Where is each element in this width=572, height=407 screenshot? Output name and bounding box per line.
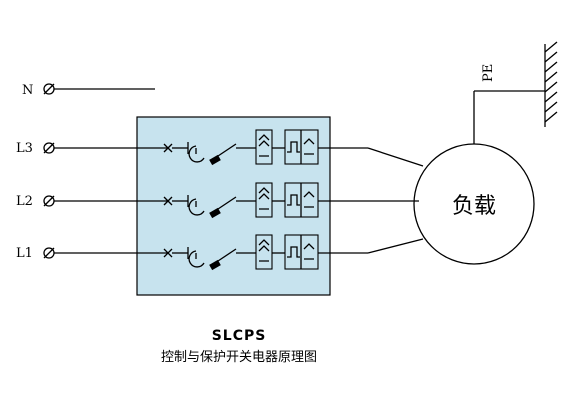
terminal-l3-label: L3 xyxy=(16,141,33,156)
load-label: 负载 xyxy=(452,194,496,219)
phase-row-l2: L2 xyxy=(16,182,419,219)
caption-title: SLCPS xyxy=(212,328,267,344)
terminal-n: N xyxy=(22,83,155,98)
phase-row-l3: L3 xyxy=(16,129,424,167)
terminal-n-label: N xyxy=(22,83,33,98)
caption-subtitle: 控制与保护开关电器原理图 xyxy=(161,350,317,365)
phase-row-l1: L1 xyxy=(16,234,424,271)
ground-symbol xyxy=(544,41,558,127)
pe-label: PE xyxy=(481,64,496,82)
terminal-l2-label: L2 xyxy=(16,194,33,209)
terminal-l1-label: L1 xyxy=(16,246,33,261)
